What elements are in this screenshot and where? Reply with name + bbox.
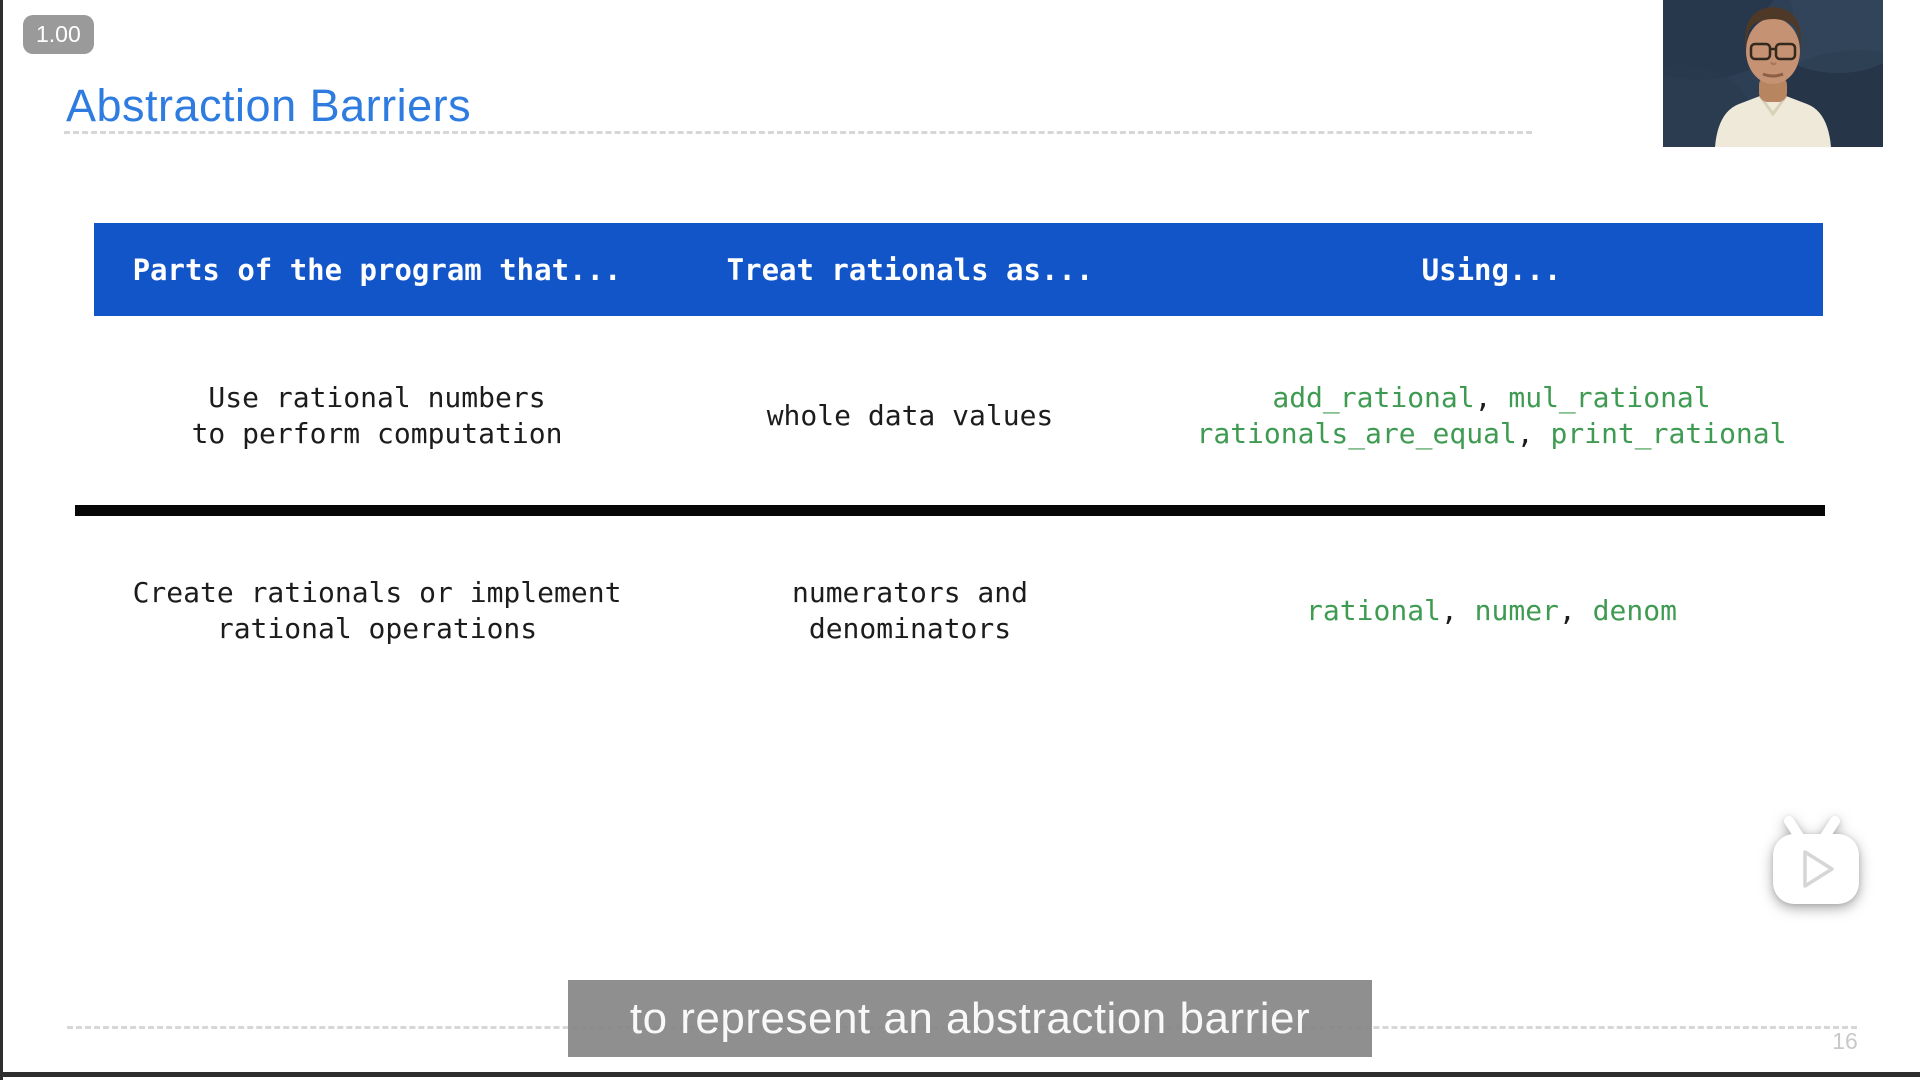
code-separator: ,: [1516, 417, 1551, 450]
cell-text: denominators: [808, 612, 1012, 645]
subtitle-text: to represent an abstraction barrier: [629, 993, 1311, 1043]
table-header-using: Using...: [1421, 252, 1562, 287]
cell-text: rational operations: [216, 612, 538, 645]
title-divider: [64, 131, 1532, 134]
cell-text: to perform computation: [191, 417, 563, 450]
code-token: add_rational: [1272, 381, 1475, 414]
table-row: Use rational numbers to perform computat…: [94, 370, 1823, 462]
cell-text: Create rationals or implement: [132, 576, 622, 609]
code-line: rational, numer, denom: [1306, 593, 1677, 629]
table-header-row: Parts of the program that... Treat ratio…: [94, 223, 1823, 316]
slide-title: Abstraction Barriers: [66, 80, 472, 131]
code-separator: ,: [1440, 594, 1475, 627]
code-token: denom: [1592, 594, 1677, 627]
cell-text: numerators and: [791, 576, 1028, 609]
code-separator: ,: [1558, 594, 1593, 627]
table-cell-parts: Create rationals or implement rational o…: [94, 575, 660, 647]
presenter-webcam: [1663, 0, 1883, 147]
playback-rate-value: 1.00: [36, 21, 81, 47]
code-token: rational: [1306, 594, 1441, 627]
playback-rate-badge: 1.00: [23, 15, 94, 54]
table-cell-treat: whole data values: [660, 398, 1160, 434]
code-separator: ,: [1474, 381, 1509, 414]
tv-play-watermark-icon: [1768, 814, 1864, 910]
code-token: mul_rational: [1508, 381, 1711, 414]
frame-left-edge: [0, 0, 3, 1080]
subtitle-caption: to represent an abstraction barrier: [568, 980, 1372, 1057]
presenter-video-icon: [1663, 0, 1883, 147]
table-header-treat: Treat rationals as...: [726, 252, 1094, 287]
table-header-parts: Parts of the program that...: [132, 252, 622, 287]
code-line: rationals_are_equal, print_rational: [1196, 416, 1786, 452]
cell-text: Use rational numbers: [208, 381, 546, 414]
table-cell-parts: Use rational numbers to perform computat…: [94, 380, 660, 452]
table-cell-using: rational, numer, denom: [1160, 593, 1823, 629]
code-token: print_rational: [1550, 417, 1787, 450]
table-cell-treat: numerators and denominators: [660, 575, 1160, 647]
cell-text: whole data values: [766, 399, 1054, 432]
code-token: numer: [1474, 594, 1559, 627]
frame-bottom-edge: [0, 1072, 1920, 1077]
table-row: Create rationals or implement rational o…: [94, 565, 1823, 657]
code-token: rationals_are_equal: [1196, 417, 1517, 450]
page-number: 16: [1832, 1028, 1858, 1054]
table-cell-using: add_rational, mul_rational rationals_are…: [1160, 380, 1823, 452]
abstraction-barrier-line: [75, 505, 1825, 516]
code-line: add_rational, mul_rational: [1272, 380, 1710, 416]
